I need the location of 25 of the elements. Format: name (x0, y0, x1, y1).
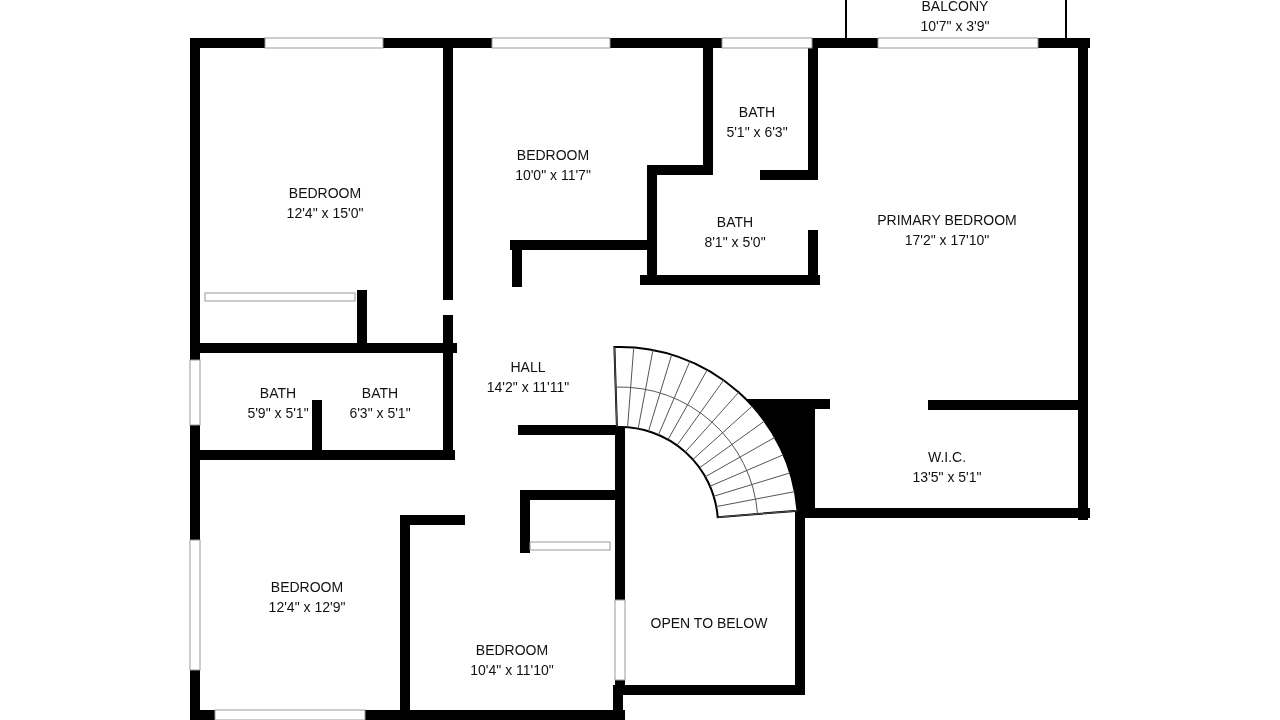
room-dimensions: 14'2" x 11'11" (486, 378, 570, 397)
room-name: W.I.C. (927, 448, 967, 467)
room-dimensions: 13'5" x 5'1" (912, 468, 982, 487)
room-name: BATH (361, 384, 399, 403)
room-dimensions: 8'1" x 5'0" (704, 233, 766, 252)
room-name: BEDROOM (475, 641, 549, 660)
room-dimensions: 5'1" x 6'3" (726, 123, 788, 142)
room-name: PRIMARY BEDROOM (877, 211, 1017, 230)
room-dimensions: 10'7" x 3'9" (920, 17, 990, 36)
room-dimensions: 10'0" x 11'7" (515, 166, 591, 185)
room-name: BALCONY (921, 0, 989, 16)
room-name: BEDROOM (270, 578, 344, 597)
room-name: HALL (510, 358, 546, 377)
room-dimensions: 10'4" x 11'10" (470, 661, 554, 680)
room-name: BATH (716, 213, 754, 232)
room-name: BATH (259, 384, 297, 403)
room-name: BEDROOM (516, 146, 590, 165)
room-name: OPEN TO BELOW (650, 614, 768, 633)
room-dimensions: 6'3" x 5'1" (349, 404, 411, 423)
room-dimensions: 12'4" x 12'9" (268, 598, 346, 617)
room-name: BATH (738, 103, 776, 122)
room-dimensions: 17'2" x 17'10" (904, 231, 990, 250)
room-name: BEDROOM (288, 184, 362, 203)
room-dimensions: 5'9" x 5'1" (247, 404, 309, 423)
room-dimensions: 12'4" x 15'0" (286, 204, 364, 223)
